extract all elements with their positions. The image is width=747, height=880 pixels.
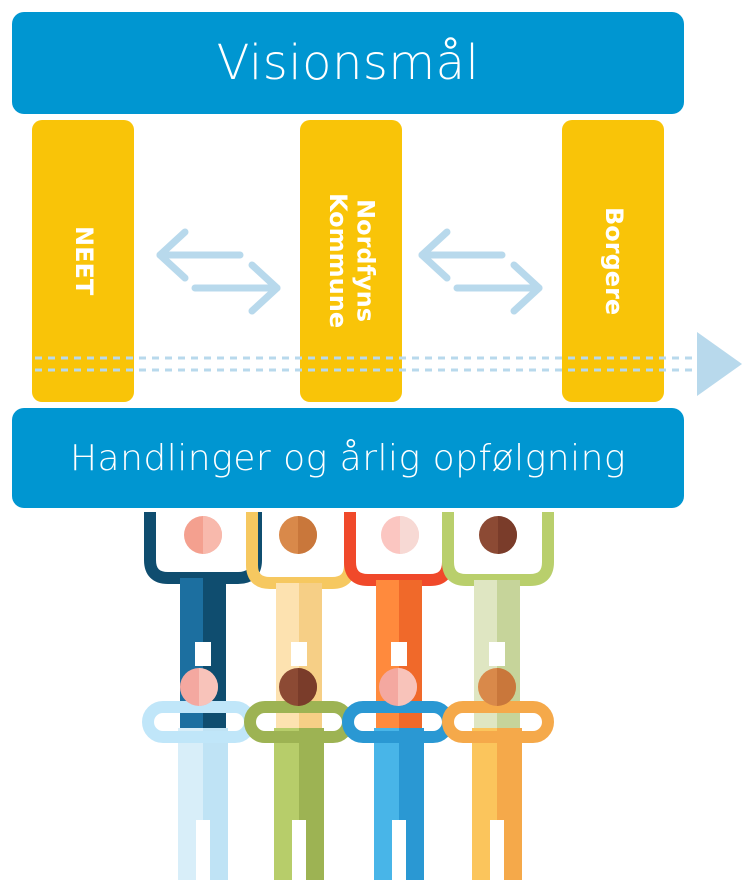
double-arrow-icon	[418, 228, 543, 315]
person-lower-heads	[180, 668, 516, 706]
vision-banner-label: Visionsmål	[216, 35, 480, 91]
pillar-nordfyns-kommune: Nordfyns Kommune	[300, 120, 402, 402]
timeline-arrow-icon	[35, 332, 742, 396]
pillar-borgere: Borgere	[562, 120, 664, 402]
double-arrow-icon	[156, 228, 281, 315]
pillar-borgere-label: Borgere	[599, 206, 628, 316]
person-figure	[144, 512, 262, 880]
pillar-neet: NEET	[32, 120, 134, 402]
linked-arms	[142, 701, 554, 743]
vision-banner: Visionsmål	[12, 12, 684, 114]
actions-banner-label: Handlinger og årlig opfølgning	[69, 437, 627, 479]
actions-banner: Handlinger og årlig opfølgning	[12, 408, 684, 508]
pillar-neet-label: NEET	[69, 226, 98, 296]
pillar-nordfyns-kommune-label: Nordfyns Kommune	[324, 193, 380, 329]
